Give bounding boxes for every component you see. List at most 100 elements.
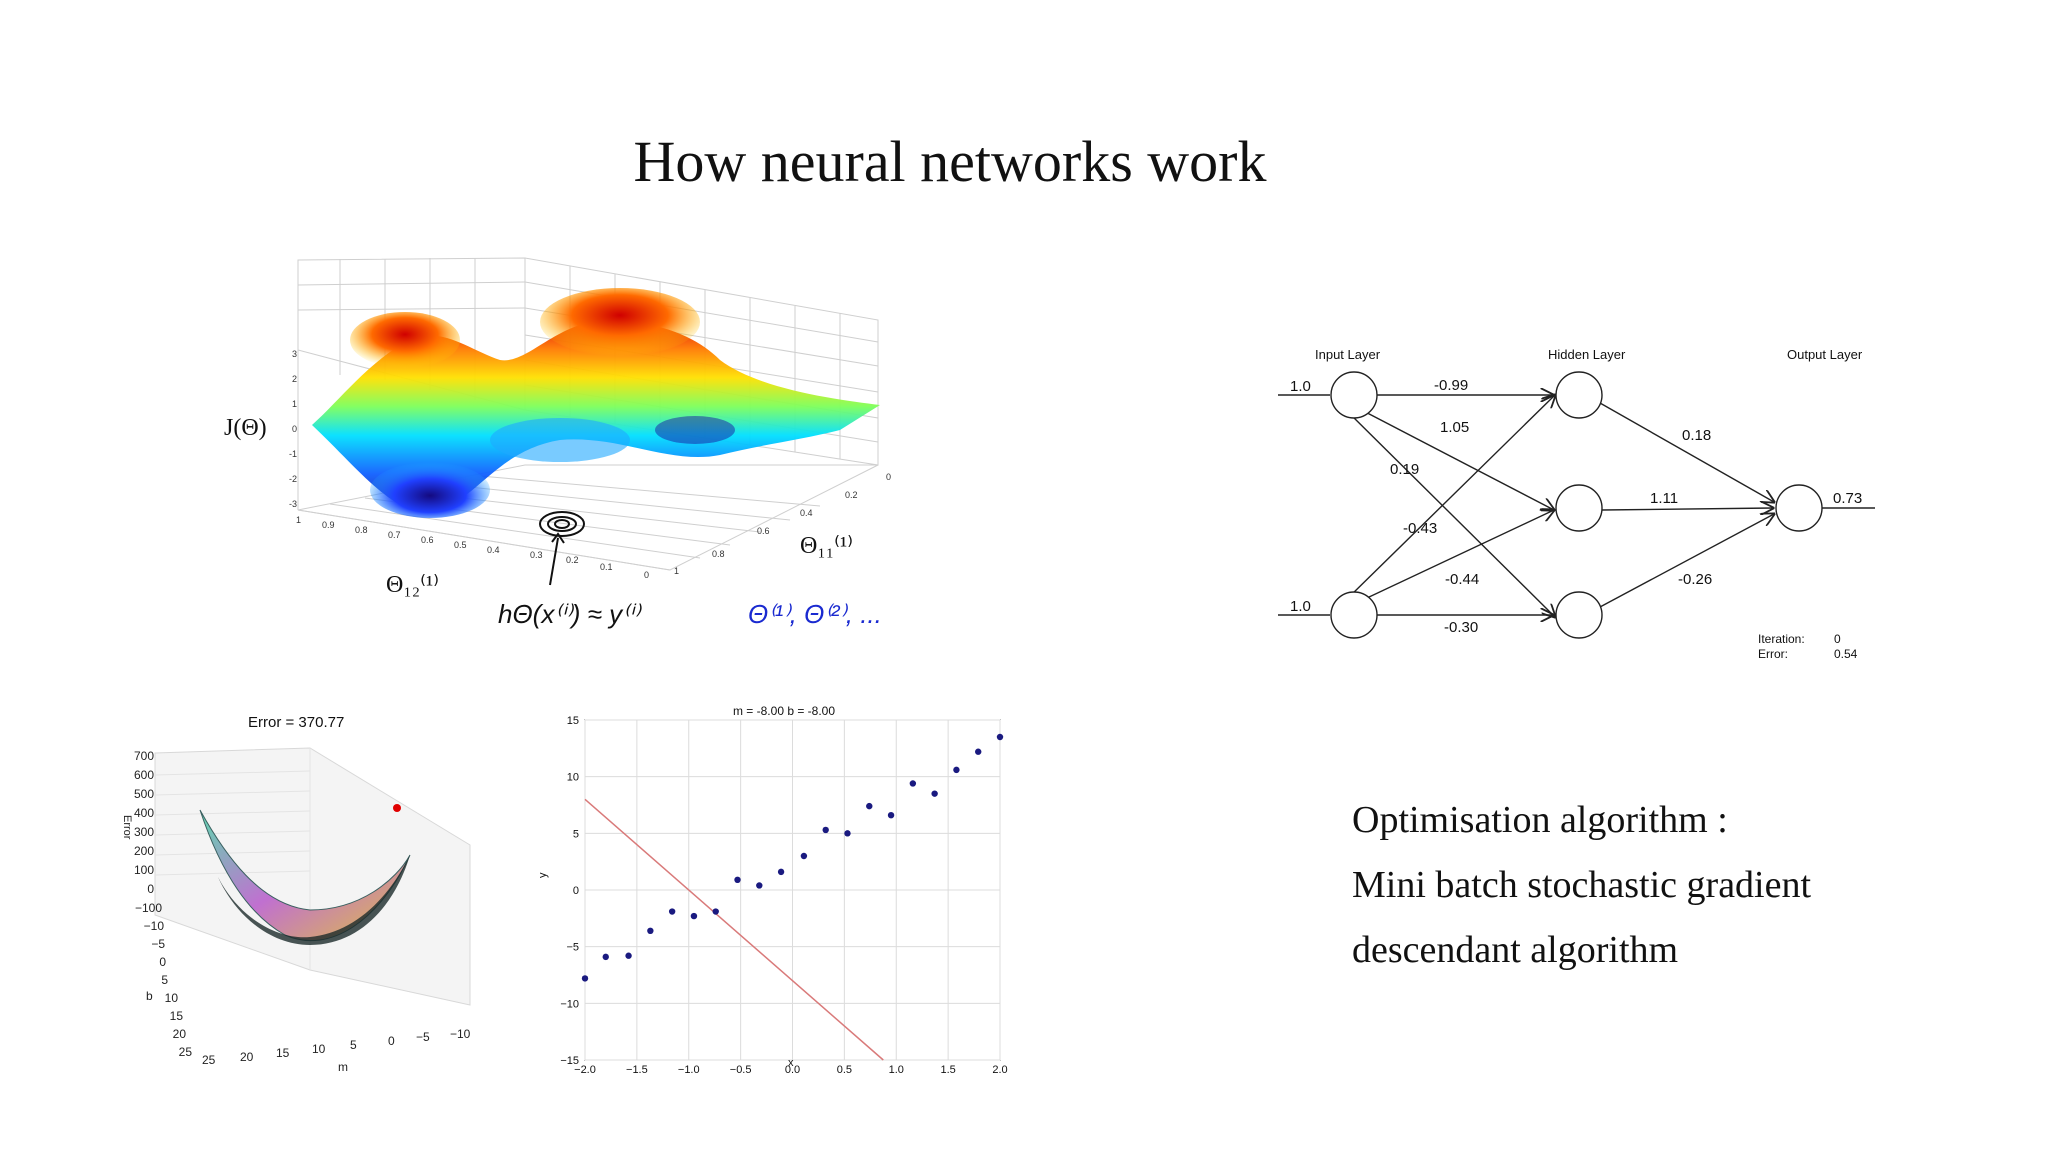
svg-text:0.9: 0.9 <box>322 520 335 530</box>
z-axis-label: J(Θ) <box>224 415 267 441</box>
cost-surface <box>312 319 880 513</box>
data-point <box>844 830 851 837</box>
neural-network-diagram: Input Layer Hidden Layer Output Layer 1.… <box>1278 347 1875 661</box>
weight-labels: 1.0 1.0 -0.99 1.05 0.19 -0.43 -0.44 -0.3… <box>1290 377 1862 636</box>
svg-text:1: 1 <box>296 515 301 525</box>
data-point <box>625 952 632 959</box>
handwriting-parameters: Θ⁽¹⁾, Θ⁽²⁾, ... <box>748 599 882 629</box>
output-layer-label: Output Layer <box>1787 347 1863 362</box>
error-surface-figure: Error = 370.77 Error 700 600 500 400 300… <box>121 714 471 1074</box>
x-tick-label: −1.5 <box>626 1064 648 1076</box>
svg-text:15: 15 <box>276 1046 290 1060</box>
fit-line-path <box>584 798 884 1061</box>
error-surface-title: Error = 370.77 <box>248 714 344 731</box>
svg-text:0.2: 0.2 <box>566 555 579 565</box>
svg-text:1: 1 <box>674 566 679 576</box>
x-tick-label: 0.0 <box>785 1064 800 1076</box>
y-axis-label: Θ₁₁⁽¹⁾ <box>800 533 853 559</box>
optimisation-line: Optimisation algorithm : <box>1352 799 1728 841</box>
svg-text:10: 10 <box>312 1042 326 1056</box>
data-point <box>887 812 895 819</box>
scatter-points <box>581 733 1004 982</box>
scatter-title: m = -8.00 b = -8.00 <box>733 704 835 718</box>
svg-text:0.7: 0.7 <box>388 530 401 540</box>
data-point <box>777 868 785 876</box>
svg-text:0.18: 0.18 <box>1682 427 1711 444</box>
hidden-neuron <box>1555 371 1603 419</box>
data-point <box>734 876 741 883</box>
svg-text:0.2: 0.2 <box>845 490 858 500</box>
svg-text:600: 600 <box>134 768 154 782</box>
svg-text:0: 0 <box>159 955 166 969</box>
data-point <box>953 766 960 774</box>
data-point <box>668 908 676 915</box>
svg-text:0: 0 <box>388 1034 395 1048</box>
svg-text:1: 1 <box>292 399 297 409</box>
error-m-ticks: 25 20 15 10 5 0 −5 −10 <box>202 1027 471 1067</box>
data-point <box>647 927 654 934</box>
svg-text:20: 20 <box>240 1050 254 1064</box>
svg-text:0.5: 0.5 <box>454 540 467 550</box>
slide-title: How neural networks work <box>633 129 1267 194</box>
svg-text:5: 5 <box>350 1038 357 1052</box>
data-point <box>581 975 589 982</box>
svg-text:−10: −10 <box>144 919 165 933</box>
data-point <box>602 953 609 961</box>
svg-text:2: 2 <box>292 374 297 384</box>
svg-text:25: 25 <box>202 1053 216 1067</box>
svg-text:−5: −5 <box>151 937 165 951</box>
x-tick-label: 0.5 <box>837 1064 852 1076</box>
svg-text:0.54: 0.54 <box>1834 647 1858 661</box>
svg-text:-0.99: -0.99 <box>1434 377 1468 394</box>
scatter-y-label: y <box>537 872 549 878</box>
svg-text:-0.44: -0.44 <box>1445 571 1479 588</box>
svg-text:1.05: 1.05 <box>1440 419 1469 436</box>
x-tick-label: −1.0 <box>678 1064 700 1076</box>
svg-text:10: 10 <box>165 991 179 1005</box>
y-tick-label: −10 <box>560 998 579 1010</box>
svg-text:700: 700 <box>134 749 154 763</box>
data-point <box>975 748 982 755</box>
regression-scatter-chart: m = -8.00 b = -8.00 −2.0 −1.5 −1.0 −0.5 0.0 0… <box>537 704 1008 1076</box>
z-ticks: 3 2 1 0 -1 -2 -3 <box>289 349 297 509</box>
neurons <box>1330 371 1823 639</box>
y-tick-label: 5 <box>573 828 579 840</box>
svg-text:-0.43: -0.43 <box>1403 520 1437 537</box>
x-tick-label: −2.0 <box>574 1064 596 1076</box>
connections <box>1278 395 1875 617</box>
x-tick-label: 1.0 <box>889 1064 904 1076</box>
svg-text:0: 0 <box>292 424 297 434</box>
svg-text:0.1: 0.1 <box>600 562 613 572</box>
x-tick-label: 1.5 <box>940 1064 955 1076</box>
optimisation-description: Optimisation algorithm : Mini batch stoc… <box>1352 788 2002 983</box>
cost-surface-figure: J(Θ) 3 2 1 0 -1 -2 -3 1 0.9 0.8 0.7 0.6 … <box>224 257 891 629</box>
error-b-ticks: −10 −5 0 5 10 15 20 25 <box>144 919 193 1059</box>
svg-text:Error:: Error: <box>1758 647 1788 661</box>
svg-text:−100: −100 <box>135 901 162 915</box>
svg-text:−10: −10 <box>450 1027 471 1041</box>
output-neuron <box>1775 484 1823 532</box>
optimisation-line: descendant algorithm <box>1352 929 1679 971</box>
hidden-neuron <box>1555 484 1603 532</box>
svg-text:200: 200 <box>134 844 154 858</box>
svg-text:100: 100 <box>134 863 154 877</box>
data-point <box>756 882 763 889</box>
data-point <box>909 780 917 787</box>
svg-text:3: 3 <box>292 349 297 359</box>
svg-text:1.11: 1.11 <box>1650 490 1678 507</box>
y-tick-label: 10 <box>567 772 579 784</box>
svg-text:0: 0 <box>147 882 154 896</box>
output-value: 0.73 <box>1833 490 1862 507</box>
svg-text:-2: -2 <box>289 474 297 484</box>
input-layer-label: Input Layer <box>1315 347 1381 362</box>
data-point <box>866 802 873 810</box>
hidden-neuron <box>1555 591 1603 639</box>
svg-text:300: 300 <box>134 825 154 839</box>
svg-text:−5: −5 <box>416 1030 430 1044</box>
svg-text:0.19: 0.19 <box>1390 461 1419 478</box>
x-tick-label: −0.5 <box>730 1064 752 1076</box>
input-value: 1.0 <box>1290 598 1311 615</box>
svg-text:-1: -1 <box>289 449 297 459</box>
current-point <box>393 804 401 812</box>
svg-text:Iteration:: Iteration: <box>1758 632 1805 646</box>
